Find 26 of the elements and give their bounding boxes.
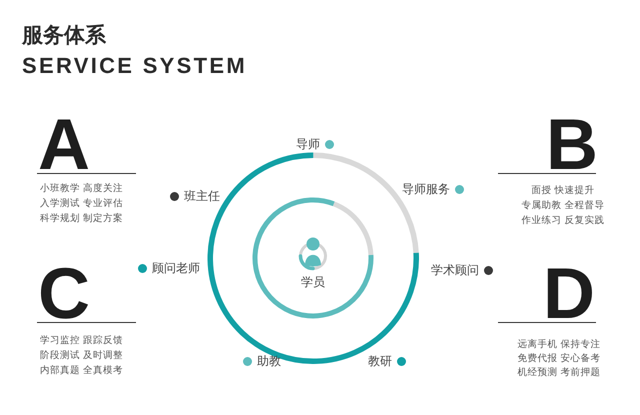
feature-text: 机经预测 考前押题 [517,366,601,379]
feature-text: 内部真题 全真模考 [40,364,124,377]
section-letter: A [38,118,90,172]
role-label: 学术顾问 [431,263,479,278]
role-label: 导师 [296,137,320,152]
title-heading: 服务体系 [22,22,106,48]
feature-text: 阶段测试 及时调整 [40,349,124,362]
feature-text: 学习监控 跟踪反馈 [40,334,124,347]
feature-text: 小班教学 高度关注 [40,182,124,195]
section-letter: C [38,267,90,321]
feature-text: 专属助教 全程督导 [521,199,605,212]
section-letter: D [543,267,595,321]
feature-text: 远离手机 保持专注 [517,338,601,351]
section-letter: B [546,118,598,172]
feature-text: 作业练习 反复实践 [521,214,605,227]
feature-text: 免费代报 安心备考 [517,352,601,365]
feature-text: 科学规划 制定方案 [40,212,124,225]
subtitle: SERVICE SYSTEM [22,55,247,77]
role-label: 班主任 [184,189,220,204]
feature-text: 入学测试 专业评估 [40,197,124,210]
role-label: 顾问老师 [152,261,200,276]
feature-text: 面授 快速提升 [531,184,595,197]
role-label: 导师服务 [402,182,450,197]
role-label: 教研 [368,354,392,369]
student-label: 学员 [301,275,325,290]
role-label: 助教 [257,354,281,369]
